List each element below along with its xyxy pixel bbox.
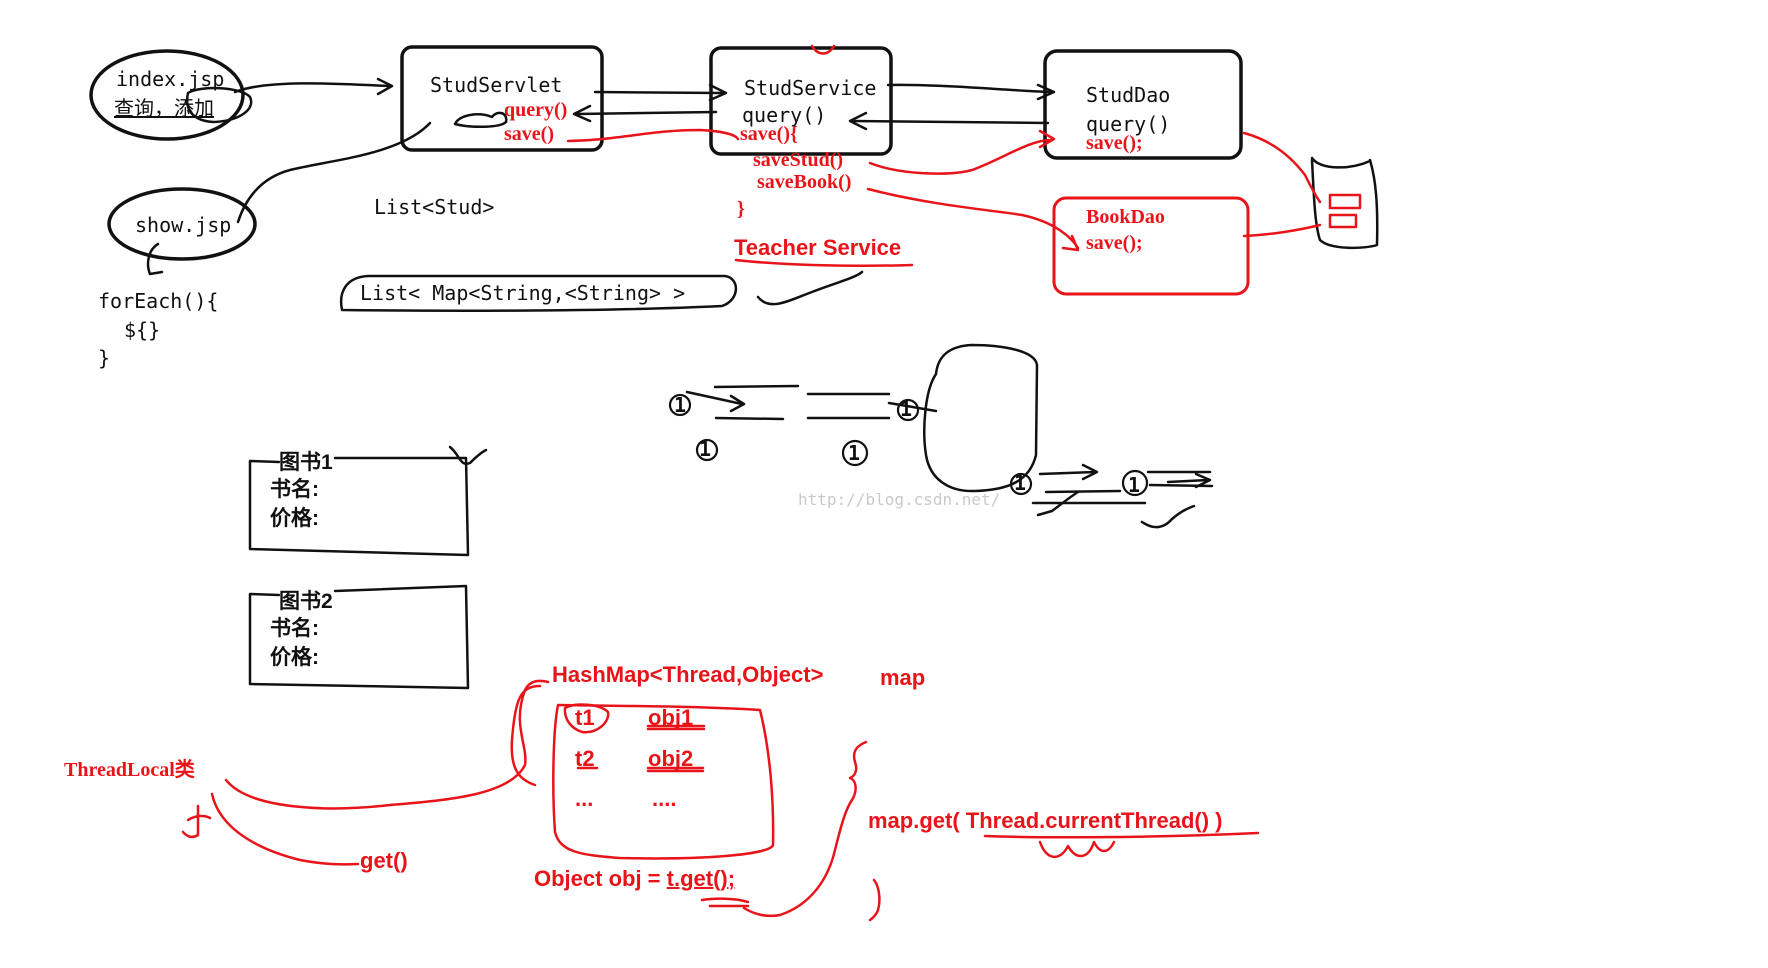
book-card-2-frame <box>248 584 470 690</box>
thread-sketch <box>685 343 1214 529</box>
map-get-label: map.get( Thread.currentThread() ) <box>868 810 1223 832</box>
stud-servlet-box <box>400 45 604 152</box>
object-obj-label: Object obj = t.get(); <box>534 868 735 890</box>
hashmap-row-3-key: ... <box>575 786 594 811</box>
arrow-service-to-servlet <box>575 110 718 116</box>
hashmap-box <box>552 703 775 860</box>
book-dao-box <box>1052 196 1250 296</box>
stud-service-box <box>709 46 893 156</box>
thread-label-right: 1 <box>1128 473 1140 497</box>
service-save-book-label: saveBook() <box>757 171 852 193</box>
get-label: get() <box>360 848 408 873</box>
stud-servlet-label: StudServlet <box>430 73 563 97</box>
map-label: map <box>880 665 926 690</box>
foreach-line1: forEach(){ <box>98 289 219 313</box>
dao-save-label: save(); <box>1086 132 1143 154</box>
stud-dao-label: StudDao <box>1086 83 1171 107</box>
index-jsp-ellipse <box>89 49 245 141</box>
book-card-1-title: 图书1 <box>279 451 333 474</box>
servlet-query-label: query() <box>504 99 568 121</box>
hashmap-row-2-value: obj2 <box>648 746 694 771</box>
map-get-suffix: ) <box>1209 808 1223 833</box>
object-obj-prefix: Object obj = <box>534 866 667 891</box>
arrow-servlet-to-show <box>236 121 432 224</box>
service-save-stud-label: saveStud() <box>753 149 844 171</box>
list-map-frame <box>339 274 738 313</box>
thread-label-start: 1 <box>674 393 686 417</box>
book-card-2-price: 价格: <box>270 646 319 669</box>
show-jsp-label: show.jsp <box>135 213 232 237</box>
foreach-line3: } <box>98 346 111 370</box>
hashmap-row-1-key: t1 <box>575 705 595 730</box>
right-brace <box>742 740 868 918</box>
book-dao-save-label: save(); <box>1086 232 1143 254</box>
servlet-save-label: save() <box>504 123 554 145</box>
hashmap-label: HashMap<Thread,Object> <box>552 662 824 687</box>
stud-service-label: StudService <box>744 76 877 100</box>
book-card-1-name: 书名: <box>270 478 319 501</box>
index-jsp-label: index.jsp <box>116 67 225 91</box>
show-jsp-ellipse <box>107 187 257 261</box>
thread-label-sub-a: 1 <box>699 437 711 461</box>
servlet-scribble <box>453 111 508 128</box>
hashmap-row-3-value: .... <box>652 786 677 811</box>
hashmap-row-1-value: obj1 <box>648 705 694 730</box>
service-close-brace: } <box>737 198 745 220</box>
watermark: http://blog.csdn.net/ <box>798 490 1001 509</box>
book-card-2-name: 书名: <box>270 617 319 640</box>
book-card-1-frame <box>248 456 470 557</box>
service-save-label: save(){ <box>740 123 798 145</box>
arrow-dao-to-service <box>850 119 1050 125</box>
foreach-line2: ${} <box>124 318 161 342</box>
list-map-label: List< Map<String,<String> > <box>360 281 686 305</box>
arrow-index-to-servlet <box>233 82 390 94</box>
thread-label-mid: 1 <box>900 397 912 421</box>
book-card-1-price: 价格: <box>270 507 319 530</box>
red-service-to-bookdao <box>866 187 1080 250</box>
book-dao-label: BookDao <box>1086 206 1165 228</box>
red-threadlocal-to-hashmap <box>224 679 550 810</box>
current-thread-label: Thread.currentThread() <box>965 808 1210 833</box>
service-query-label: query() <box>742 103 827 127</box>
red-servlet-save-to-service <box>566 128 740 143</box>
map-get-prefix: map.get( <box>868 808 966 833</box>
t-get-label: t.get(); <box>666 866 736 891</box>
dao-query-label: query() <box>1086 112 1171 136</box>
arrow-servlet-to-service <box>593 90 724 95</box>
database-cylinder <box>1310 156 1379 250</box>
list-stud-label: List<Stud> <box>374 195 495 219</box>
arrow-service-to-dao <box>886 83 1052 94</box>
thread-label-sub-b: 1 <box>848 441 860 465</box>
book-card-2-title: 图书2 <box>279 590 333 613</box>
hashmap-row-2-key: t2 <box>575 746 595 771</box>
add-circle <box>185 86 253 124</box>
stud-dao-box <box>1043 49 1243 160</box>
threadlocal-class-label: ThreadLocal类 <box>64 759 195 781</box>
red-service-to-studdao <box>868 138 1052 175</box>
red-threadlocal-to-get <box>210 792 360 866</box>
query-add-label: 查询，添加 <box>114 96 214 120</box>
teacher-service-label: Teacher Service <box>734 235 902 260</box>
thread-label-exit: 1 <box>1014 471 1026 495</box>
